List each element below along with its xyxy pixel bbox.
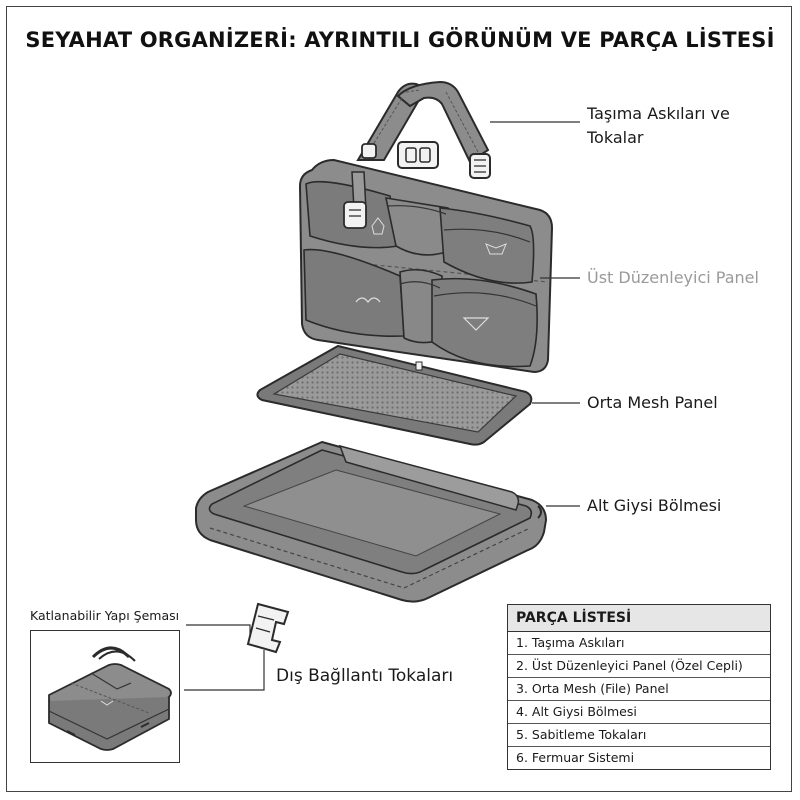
parts-list-item: 1. Taşıma Askıları [508,632,770,655]
page-frame [6,6,792,792]
parts-list-item: 5. Sabitleme Tokaları [508,724,770,747]
page-title: SEYAHAT ORGANİZERİ: AYRINTILI GÖRÜNÜM VE… [25,28,775,52]
parts-list-table: PARÇA LİSTESİ 1. Taşıma Askıları 2. Üst … [507,604,771,770]
bottom-garment-compartment [195,440,548,603]
strap-buckle-icon [397,141,439,169]
top-organizer-panel [298,158,554,374]
zipper-pull-icon [537,505,542,519]
label-external-buckles: Dış Bağllantı Tokaları [276,666,454,686]
label-straps-line2: Tokalar [587,128,644,147]
label-mesh-panel: Orta Mesh Panel [587,393,718,412]
parts-list-item: 4. Alt Giysi Bölmesi [508,701,770,724]
panel-buckle-icon [343,201,367,229]
label-bottom-compartment: Alt Giysi Bölmesi [587,496,722,515]
mesh-zipper-pull-icon [415,361,423,371]
foldable-structure-inset [30,630,180,763]
label-top-panel: Üst Düzenleyici Panel [587,268,759,287]
side-buckle-icon [469,153,491,179]
parts-list-item: 2. Üst Düzenleyici Panel (Özel Cepli) [508,655,770,678]
middle-mesh-panel [256,344,533,446]
parts-list-heading: PARÇA LİSTESİ [508,605,770,632]
leader-lines [184,121,580,691]
small-buckle-left-icon [361,143,377,159]
label-straps-line1: Taşıma Askıları ve [587,104,730,123]
label-inset: Katlanabilir Yapı Şeması [30,608,180,623]
external-buckle-icon [246,602,290,654]
parts-list-item: 6. Fermuar Sistemi [516,750,635,765]
folded-organizer-sketch [48,646,172,751]
parts-list-item: 3. Orta Mesh (File) Panel [508,678,770,701]
